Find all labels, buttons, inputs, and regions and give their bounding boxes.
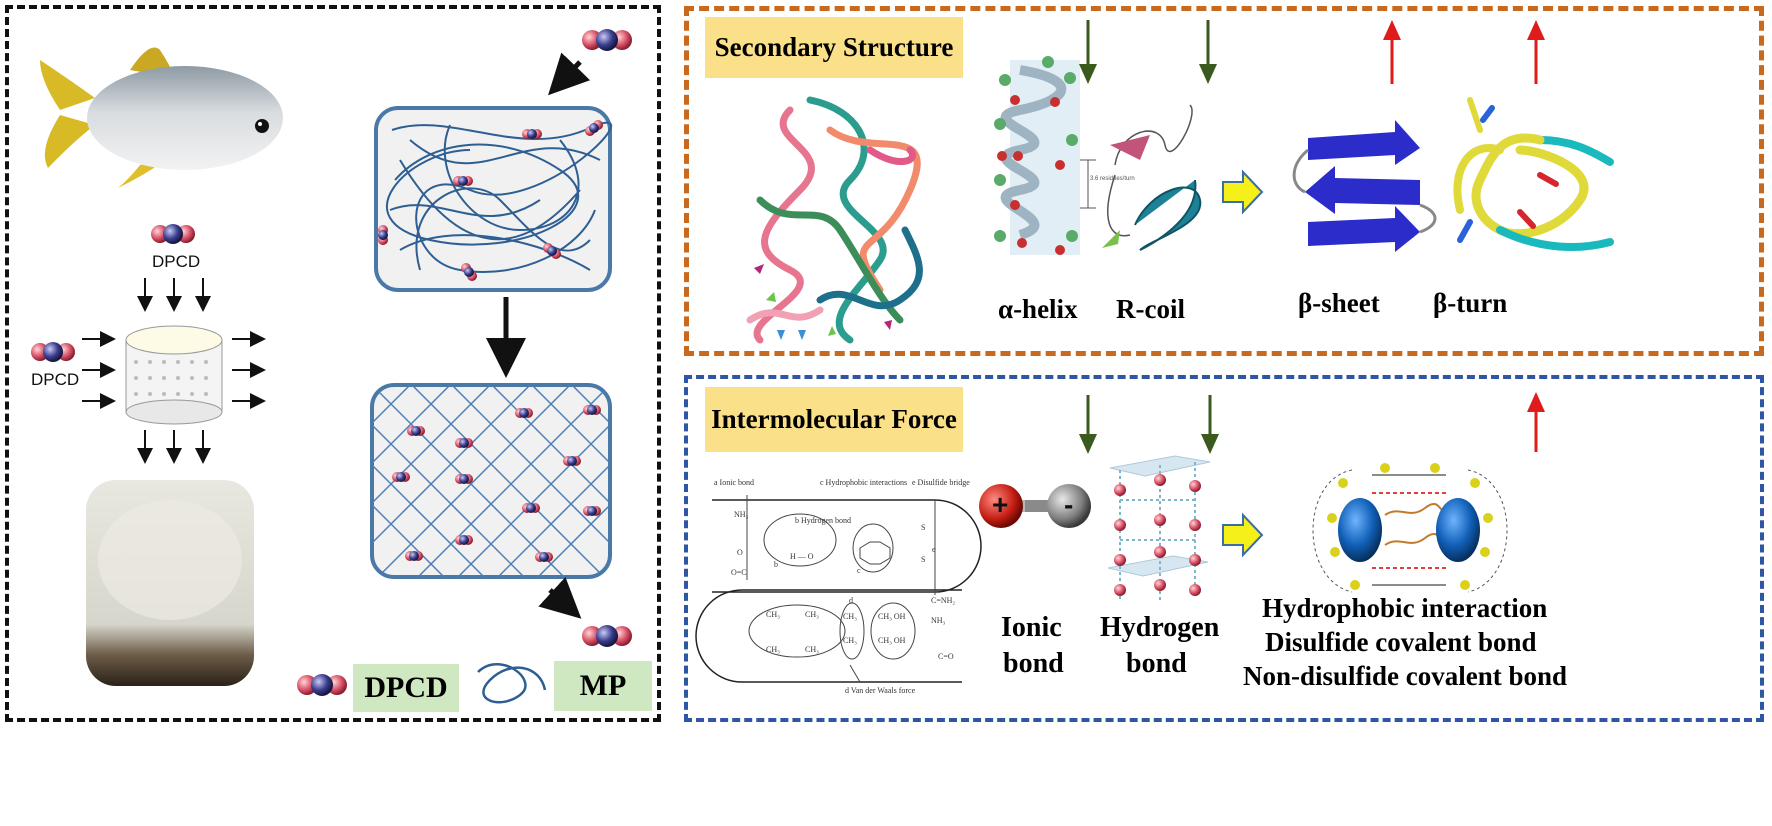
arrows-into-vessel: [82, 278, 266, 464]
schematic-letter-d: d: [849, 596, 853, 605]
intermolecular-force-title: Intermolecular Force: [705, 387, 963, 452]
schematic-ring-ch3-a: CH₃: [766, 610, 780, 619]
entry-arrow: [548, 52, 591, 96]
ion-plus-symbol: +: [992, 489, 1009, 520]
dpcd-molecule-entry: [582, 29, 632, 51]
intermolecular-force-panel: [684, 375, 1764, 722]
secondary-structure-title: Secondary Structure: [705, 17, 963, 78]
schematic-ch3oh-a: CH₃ OH: [878, 612, 906, 621]
hydrogen-bond-image: [1107, 455, 1211, 600]
schematic-hydrogen-bond: b Hydrogen bond: [795, 516, 851, 525]
ion-minus-symbol: -: [1064, 489, 1074, 520]
hydrogen-bond-down-arrow: [1201, 395, 1219, 454]
beta-sheet-label: β-sheet: [1298, 288, 1380, 318]
ionic-label-line1: Ionic: [1001, 612, 1062, 643]
beta-turn-image: [1453, 97, 1614, 251]
legend-mp-squiggle: [477, 662, 547, 704]
intermolecular-transition-arrow: [1222, 512, 1264, 558]
pompano-fish-image: [40, 47, 283, 188]
dpcd-top-label: DPCD: [152, 252, 201, 271]
schematic-oc: O=C: [731, 568, 747, 577]
schematic-s-top: S: [921, 523, 926, 532]
schematic-ring-ch3-b: CH₃: [805, 610, 819, 619]
legend-mp-label: MP: [554, 661, 652, 711]
schematic-hydrophobic: c Hydrophobic interactions: [820, 478, 908, 487]
helix-annotation: 3.6 residues/turn: [1090, 176, 1135, 182]
hydrophobic-label: Hydrophobic interaction: [1262, 593, 1548, 623]
bonding-schematic-image: [695, 468, 982, 696]
alpha-helix-down-arrow: [1079, 20, 1097, 84]
alpha-helix-label: α-helix: [998, 294, 1078, 324]
schematic-ionic-bond: a Ionic bond: [714, 478, 754, 487]
r-coil-label: R-coil: [1116, 294, 1185, 324]
schematic-disulfide: e Disulfide bridge: [912, 478, 970, 487]
ionic-bond-image: [979, 484, 1091, 528]
covalent-up-arrow: [1527, 392, 1545, 452]
r-coil-down-arrow: [1199, 20, 1217, 84]
alpha-helix-image: [994, 56, 1096, 255]
dpcd-molecule-left: [31, 342, 75, 362]
random-network-cell: [374, 106, 613, 292]
schematic-ch3-a: CH₃: [843, 612, 857, 621]
schematic-s-bottom: S: [921, 555, 926, 564]
schematic-c-o: C=O: [938, 652, 954, 661]
schematic-c-nh2: C=NH₂: [931, 596, 956, 605]
dpcd-side-label: DPCD: [31, 370, 80, 389]
pressure-vessel: [125, 325, 223, 425]
schematic-nh3: NH₃: [734, 510, 749, 519]
disulfide-label: Disulfide covalent bond: [1265, 627, 1537, 657]
hydrogen-label-line1: Hydrogen: [1100, 612, 1220, 643]
schematic-letter-b: b: [774, 560, 778, 569]
beta-turn-up-arrow: [1527, 20, 1545, 84]
left-panel: [5, 5, 661, 722]
secondary-transition-arrow: [1222, 169, 1264, 215]
ordered-network-cell: [370, 383, 612, 579]
schematic-ring-ch3-d: CH₃: [805, 645, 819, 654]
schematic-h-o: H — O: [790, 552, 814, 561]
ionic-bond-down-arrow: [1079, 395, 1097, 454]
beta-sheet-up-arrow: [1383, 20, 1401, 84]
schematic-ring-ch3-c: CH₃: [766, 645, 780, 654]
dpcd-molecule-top: [151, 224, 195, 244]
schematic-o: O: [737, 548, 743, 557]
secondary-structure-panel: [684, 6, 1764, 356]
hydrophobic-interaction-image: [1312, 463, 1508, 593]
gel-sample-image: [86, 480, 254, 686]
exit-arrow: [538, 576, 582, 619]
protein-markers: [754, 264, 892, 340]
schematic-letter-e: e: [932, 545, 936, 554]
legend-dpcd-molecule: [297, 674, 347, 696]
schematic-ch3-b: CH₃: [843, 636, 857, 645]
legend-dpcd-label: DPCD: [353, 664, 459, 712]
hydrogen-label-line2: bond: [1126, 648, 1187, 679]
beta-turn-label: β-turn: [1433, 288, 1508, 318]
schematic-van-der-waals: d Van der Waals force: [845, 686, 916, 695]
non-disulfide-label: Non-disulfide covalent bond: [1243, 661, 1568, 691]
schematic-nh3-b: NH₃: [931, 616, 946, 625]
schematic-ch3oh-b: CH₃ OH: [878, 636, 906, 645]
schematic-letter-c: c: [857, 566, 861, 575]
beta-sheet-image: [1292, 120, 1437, 252]
protein-ribbon-image: [746, 96, 923, 344]
r-coil-image: [1102, 104, 1202, 251]
ionic-label-line2: bond: [1003, 648, 1064, 679]
dpcd-molecule-exit: [582, 625, 632, 647]
